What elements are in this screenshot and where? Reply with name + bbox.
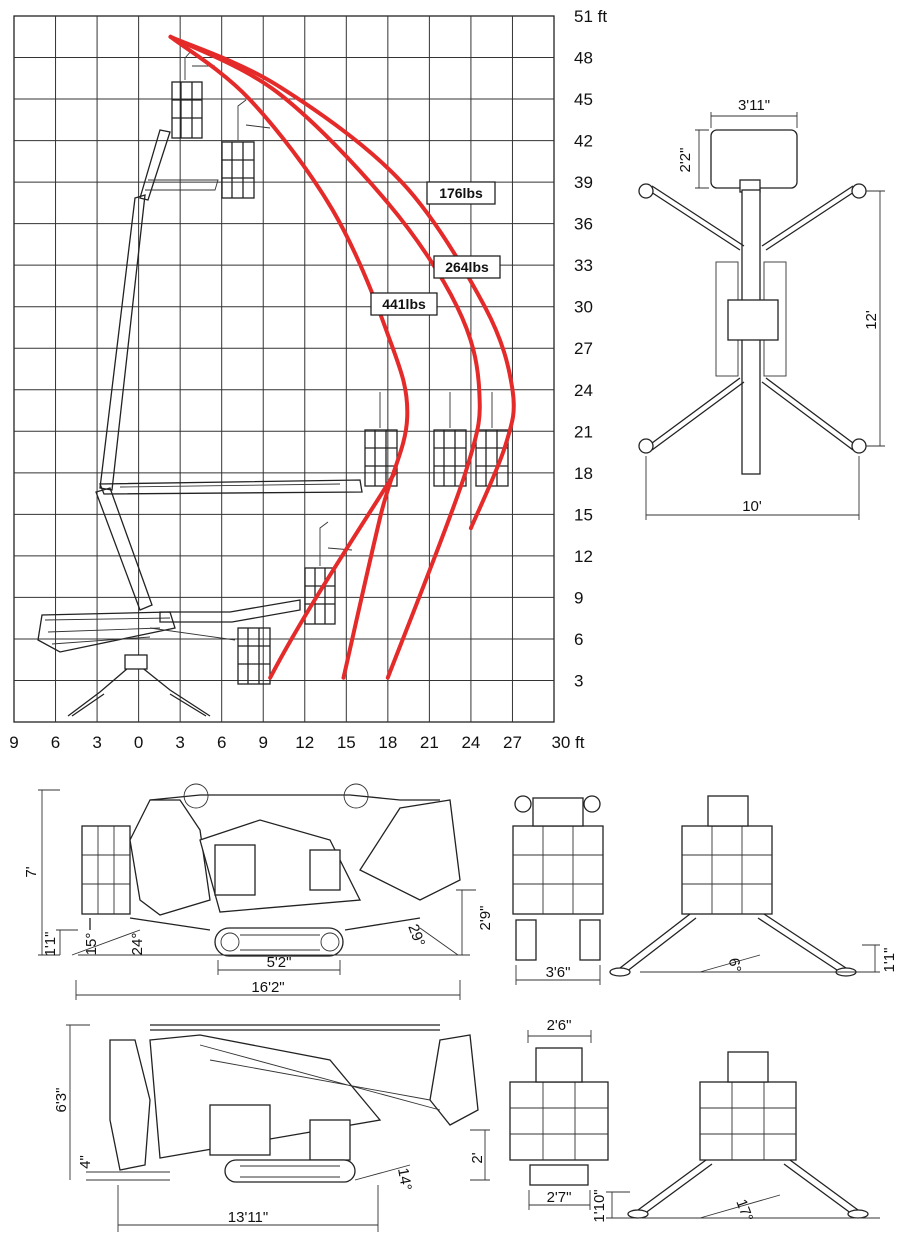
cmp-front-angle: 17° bbox=[732, 1197, 756, 1224]
x-axis-ticks: 9 6 3 0 3 6 9 12 15 18 21 24 27 30 ft bbox=[9, 733, 585, 752]
ext-clearance-label: 1'1" bbox=[42, 932, 59, 957]
capacity-441-text: 441lbs bbox=[382, 296, 426, 312]
top-view: 3'11" 2'2" 12' 10' bbox=[638, 97, 885, 520]
y-tick-label: 48 bbox=[574, 49, 593, 68]
capacity-264-text: 264lbs bbox=[445, 259, 489, 275]
ext-angle-b: 24° bbox=[129, 933, 146, 956]
y-tick-label: 18 bbox=[574, 464, 593, 483]
y-axis-ticks: 51 ft 48 45 42 39 36 33 30 27 24 21 18 15 12 9 6 3 bbox=[574, 7, 607, 690]
side-view-extended: 7' 1'1" 15° 24° 29° 2'9" 5'2" 16'2" bbox=[23, 783, 494, 1000]
y-tick-label: 15 bbox=[574, 505, 593, 524]
x-tick-label: 12 bbox=[295, 733, 314, 752]
ext-length-label: 16'2" bbox=[251, 979, 284, 996]
y-tick-label: 24 bbox=[574, 381, 593, 400]
cmp-front-height: 1'10" bbox=[591, 1189, 608, 1222]
cmp-track-width: 2'7" bbox=[547, 1189, 572, 1206]
capacity-curve-441lbs bbox=[168, 34, 410, 680]
chart-machine-sketch bbox=[37, 49, 509, 717]
ext-front-track-label: 3'6" bbox=[546, 964, 571, 981]
x-tick-label: 21 bbox=[420, 733, 439, 752]
y-tick-label: 45 bbox=[574, 90, 593, 109]
top-span-label: 10' bbox=[742, 498, 762, 515]
front-view-compact-narrow: 2'6" 2'7" bbox=[509, 1017, 609, 1210]
top-width-label: 3'11" bbox=[738, 97, 770, 114]
front-view-compact-spread: 17° 1'10" bbox=[591, 1051, 880, 1224]
y-tick-label: 21 bbox=[574, 422, 593, 441]
x-tick-label: 27 bbox=[503, 733, 522, 752]
cmp-top-width: 2'6" bbox=[547, 1017, 572, 1034]
x-tick-label: 6 bbox=[217, 733, 226, 752]
side-view-compact: 6'3" 4" 14° 2' 13'11" bbox=[53, 1024, 490, 1232]
front-view-extended-spread: 6° 1'1" bbox=[609, 795, 898, 977]
ext-front-angle: 6° bbox=[725, 957, 744, 974]
x-tick-label: 9 bbox=[258, 733, 267, 752]
top-length-label: 12' bbox=[863, 310, 880, 330]
y-tick-label: 51 ft bbox=[574, 7, 607, 26]
y-tick-label: 9 bbox=[574, 588, 583, 607]
cmp-angle: 14° bbox=[394, 1167, 415, 1192]
y-tick-label: 6 bbox=[574, 630, 583, 649]
y-tick-label: 30 bbox=[574, 298, 593, 317]
y-tick-label: 27 bbox=[574, 339, 593, 358]
capacity-curve-264lbs bbox=[168, 34, 482, 680]
cmp-length-label: 13'11" bbox=[228, 1209, 268, 1226]
cmp-ground-label: 2' bbox=[469, 1152, 486, 1163]
front-view-extended-narrow: 3'6" bbox=[512, 795, 604, 985]
x-tick-label: 30 ft bbox=[551, 733, 584, 752]
y-tick-label: 3 bbox=[574, 671, 583, 690]
capacity-176-text: 176lbs bbox=[439, 185, 483, 201]
y-tick-label: 42 bbox=[574, 132, 593, 151]
x-tick-label: 15 bbox=[337, 733, 356, 752]
ext-track-label: 5'2" bbox=[267, 954, 292, 971]
capacity-curve-lower bbox=[268, 470, 397, 680]
ext-ground-label: 2'9" bbox=[477, 906, 494, 931]
top-depth-label: 2'2" bbox=[677, 148, 694, 173]
x-tick-label: 9 bbox=[9, 733, 18, 752]
x-tick-label: 3 bbox=[92, 733, 101, 752]
cmp-clearance-label: 4" bbox=[77, 1155, 94, 1169]
y-tick-label: 33 bbox=[574, 256, 593, 275]
cmp-height-label: 6'3" bbox=[53, 1088, 70, 1113]
ext-angle-a: 15° bbox=[83, 933, 100, 956]
y-tick-label: 36 bbox=[574, 215, 593, 234]
ext-front-height: 1'1" bbox=[881, 948, 898, 973]
capacity-label-441: 441lbs bbox=[370, 292, 438, 316]
capacity-label-264: 264lbs bbox=[433, 255, 501, 279]
x-tick-label: 18 bbox=[378, 733, 397, 752]
chart-frame bbox=[13, 15, 555, 723]
x-tick-label: 0 bbox=[134, 733, 143, 752]
capacity-label-176: 176lbs bbox=[426, 181, 496, 205]
y-tick-label: 12 bbox=[574, 547, 593, 566]
ext-height-label: 7' bbox=[23, 866, 40, 877]
ext-angle-c: 29° bbox=[404, 922, 428, 949]
x-tick-label: 24 bbox=[461, 733, 480, 752]
x-tick-label: 6 bbox=[51, 733, 60, 752]
y-tick-label: 39 bbox=[574, 173, 593, 192]
x-tick-label: 3 bbox=[175, 733, 184, 752]
